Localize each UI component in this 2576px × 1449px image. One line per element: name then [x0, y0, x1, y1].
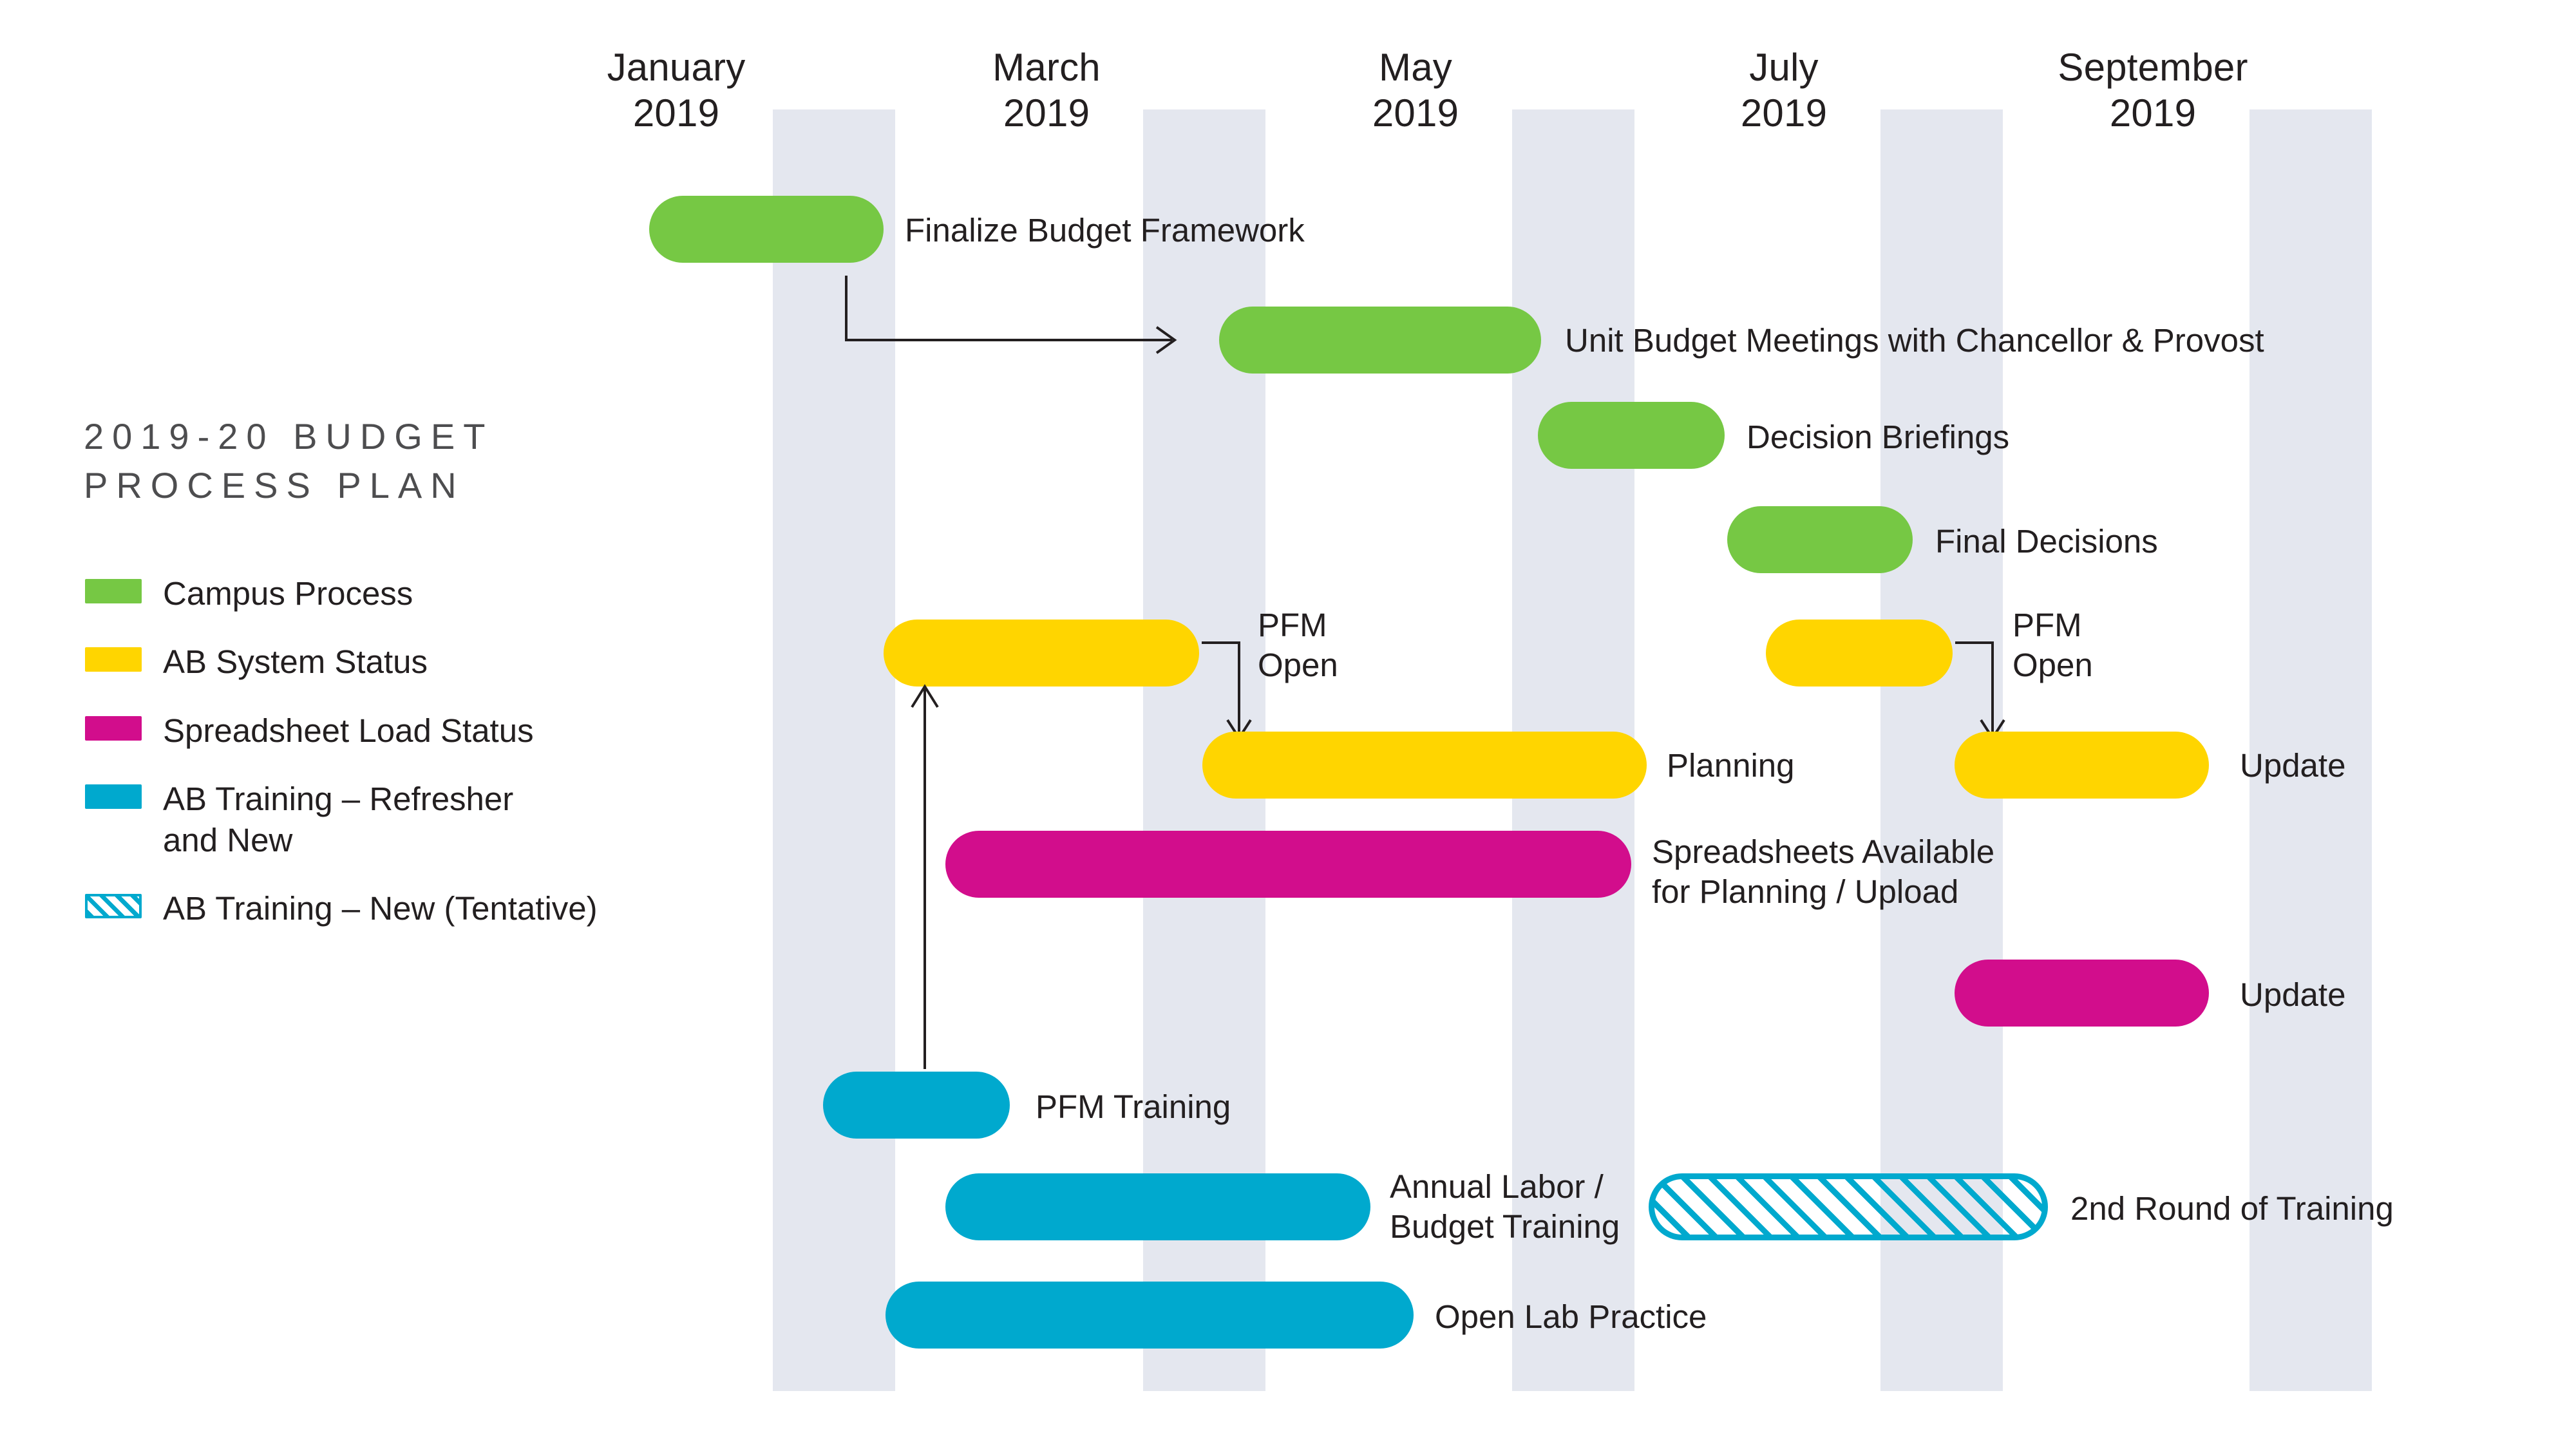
month-label-july: July 2019 — [1740, 46, 1828, 135]
bar-label-second-round-of-training: 2nd Round of Training — [2070, 1190, 2394, 1227]
bar-ab-system-update[interactable] — [1955, 732, 2209, 799]
month-label-september: September 2019 — [2058, 46, 2248, 135]
bar-planning[interactable] — [1202, 732, 1647, 799]
bar-pfm-open-spring[interactable] — [884, 620, 1199, 687]
legend-label-spreadsheet-load-status: Spreadsheet Load Status — [163, 712, 534, 749]
bar-final-decisions[interactable] — [1727, 506, 1913, 573]
legend: Campus Process AB System Status Spreadsh… — [85, 573, 761, 957]
legend-label-campus-process: Campus Process — [163, 575, 413, 612]
bar-label-decision-briefings: Decision Briefings — [1747, 419, 2010, 455]
bar-label-unit-budget-meetings: Unit Budget Meetings with Chancellor & P… — [1565, 322, 2264, 359]
bar-label-pfm-open-summer: PFM Open — [2012, 607, 2093, 684]
legend-swatch-ab-training-new-tentative — [85, 894, 142, 919]
bar-spreadsheets-available[interactable] — [945, 831, 1631, 898]
bar-label-ab-system-update: Update — [2240, 747, 2346, 784]
legend-label-ab-system-status: AB System Status — [163, 643, 428, 681]
connector-finalize-to-unit-meetings — [845, 276, 1177, 354]
month-band-february — [773, 109, 895, 1391]
legend-label-ab-training-new-tentative: AB Training – New (Tentative) — [163, 890, 598, 927]
legend-item-ab-training-refresher[interactable]: AB Training – Refresher and New — [85, 779, 761, 862]
page-title-line-1: 2019-20 BUDGET — [84, 416, 494, 457]
bar-label-pfm-open-spring: PFM Open — [1258, 607, 1338, 684]
legend-item-ab-training-new-tentative[interactable]: AB Training – New (Tentative) — [85, 888, 761, 929]
month-label-march: March 2019 — [992, 46, 1101, 135]
month-label-may: May 2019 — [1372, 46, 1459, 135]
bar-annual-labor-budget-training[interactable] — [945, 1173, 1370, 1240]
bar-label-spreadsheet-update: Update — [2240, 976, 2346, 1013]
legend-item-ab-system-status[interactable]: AB System Status — [85, 641, 761, 683]
page-title-line-2: PROCESS PLAN — [84, 464, 465, 506]
month-band-october — [2249, 109, 2372, 1391]
bar-finalize-budget-framework[interactable] — [649, 196, 884, 263]
bar-label-planning: Planning — [1667, 747, 1795, 784]
legend-swatch-ab-training-refresher — [85, 784, 142, 809]
connector-pfm-training-to-pfm-open — [911, 684, 939, 1069]
bar-second-round-of-training[interactable] — [1649, 1173, 2048, 1240]
bar-spreadsheet-update[interactable] — [1955, 960, 2209, 1027]
page-title: 2019-20 BUDGET PROCESS PLAN — [84, 412, 728, 509]
legend-swatch-spreadsheet-load-status — [85, 715, 142, 741]
bar-label-open-lab-practice: Open Lab Practice — [1435, 1298, 1707, 1335]
legend-item-spreadsheet-load-status[interactable]: Spreadsheet Load Status — [85, 710, 761, 752]
legend-swatch-ab-system-status — [85, 647, 142, 672]
bar-open-lab-practice[interactable] — [886, 1282, 1414, 1349]
legend-swatch-campus-process — [85, 579, 142, 603]
bar-label-finalize-budget-framework: Finalize Budget Framework — [905, 212, 1305, 249]
bar-label-final-decisions: Final Decisions — [1935, 523, 2158, 560]
legend-label-ab-training-refresher: AB Training – Refresher and New — [163, 780, 514, 858]
bar-decision-briefings[interactable] — [1538, 402, 1725, 469]
bar-unit-budget-meetings[interactable] — [1219, 307, 1541, 374]
bar-pfm-training[interactable] — [823, 1072, 1010, 1139]
bar-label-annual-labor-budget-training: Annual Labor / Budget Training — [1390, 1168, 1620, 1245]
connector-pfm-open-summer-to-update — [1955, 641, 2005, 741]
bar-label-spreadsheets-available: Spreadsheets Available for Planning / Up… — [1652, 833, 1995, 911]
bar-pfm-open-summer[interactable] — [1766, 620, 1953, 687]
bar-label-pfm-training: PFM Training — [1036, 1088, 1231, 1125]
legend-item-campus-process[interactable]: Campus Process — [85, 573, 761, 614]
connector-pfm-open-to-planning — [1202, 641, 1252, 741]
month-label-january: January 2019 — [607, 46, 746, 135]
